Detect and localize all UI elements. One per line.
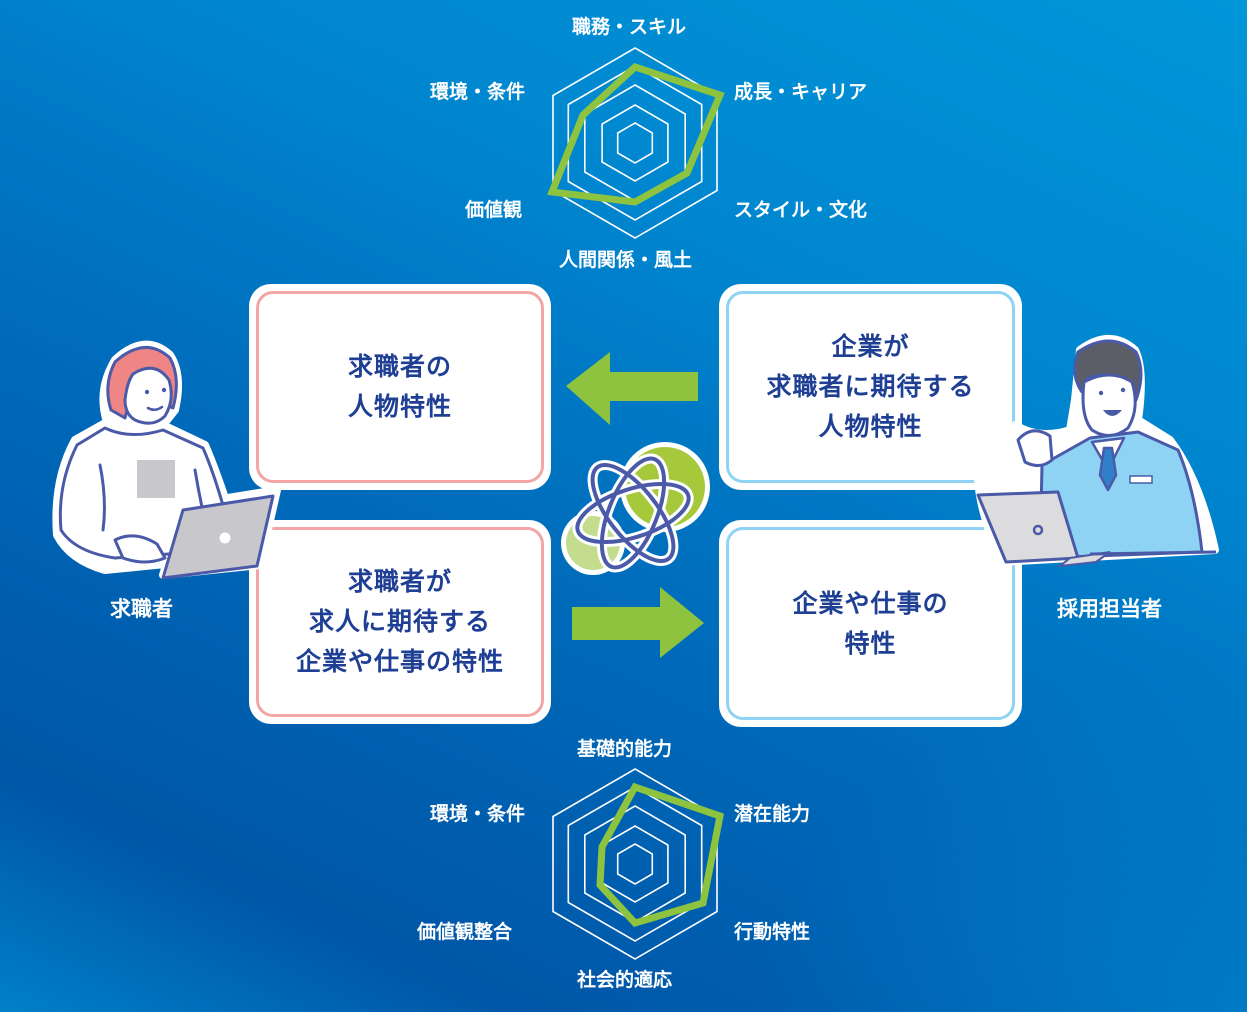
bottom-radar-series <box>596 782 725 927</box>
top-radar-grid <box>552 47 718 239</box>
matching-atom-icon <box>561 442 710 575</box>
top-radar-series <box>547 63 725 206</box>
arrow-right-icon <box>572 587 704 658</box>
bottom-radar-chart <box>552 768 725 960</box>
bottom-radar-label-conditions: 環境・条件 <box>430 803 526 825</box>
card-company-expectations: 企業が 求職者に期待する 人物特性 <box>719 284 1022 490</box>
card-text-line: 求職者が <box>347 567 452 596</box>
top-radar-label-conditions: 環境・条件 <box>430 81 526 103</box>
top-radar-label-culture: スタイル・文化 <box>734 199 868 221</box>
card-text-line: 企業や仕事の特性 <box>295 647 504 676</box>
sweater-patch <box>137 460 175 498</box>
card-jobseeker-traits: 求職者の 人物特性 <box>249 284 551 490</box>
jobseeker-label: 求職者 <box>110 597 173 621</box>
bottom-radar-label-behavior: 行動特性 <box>734 921 811 943</box>
top-radar-label-skill: 職務・スキル <box>572 16 687 38</box>
card-text-line: 特性 <box>844 628 897 658</box>
card-text-line: 求職者の <box>347 352 452 381</box>
card-text-line: 企業や仕事の <box>792 588 949 618</box>
bottom-radar-label-social: 社会的適応 <box>577 969 673 991</box>
card-text-line: 求職者に期待する <box>766 372 975 401</box>
top-radar-label-career: 成長・キャリア <box>734 81 868 103</box>
top-radar-label-relations: 人間関係・風土 <box>559 249 693 271</box>
top-radar-label-values: 価値観 <box>465 199 523 221</box>
bottom-radar-grid <box>552 768 718 960</box>
card-text-line: 企業が <box>831 332 910 361</box>
card-text-line: 求人に期待する <box>308 607 491 636</box>
recruiter-illustration <box>974 335 1219 568</box>
top-radar-chart <box>547 47 725 239</box>
jobseeker-illustration <box>52 340 281 580</box>
bottom-radar-label-basic-ability: 基礎的能力 <box>577 738 673 760</box>
card-jobseeker-expectations: 求職者が 求人に期待する 企業や仕事の特性 <box>249 520 551 724</box>
bottom-radar-label-values-fit: 価値観整合 <box>417 921 513 943</box>
card-text-line: 人物特性 <box>818 412 923 441</box>
recruiter-label: 採用担当者 <box>1057 597 1162 621</box>
bottom-radar-label-potential: 潜在能力 <box>734 803 811 825</box>
arrow-left-icon <box>566 352 698 425</box>
card-text-line: 人物特性 <box>347 392 452 421</box>
card-company-traits: 企業や仕事の 特性 <box>719 520 1022 727</box>
